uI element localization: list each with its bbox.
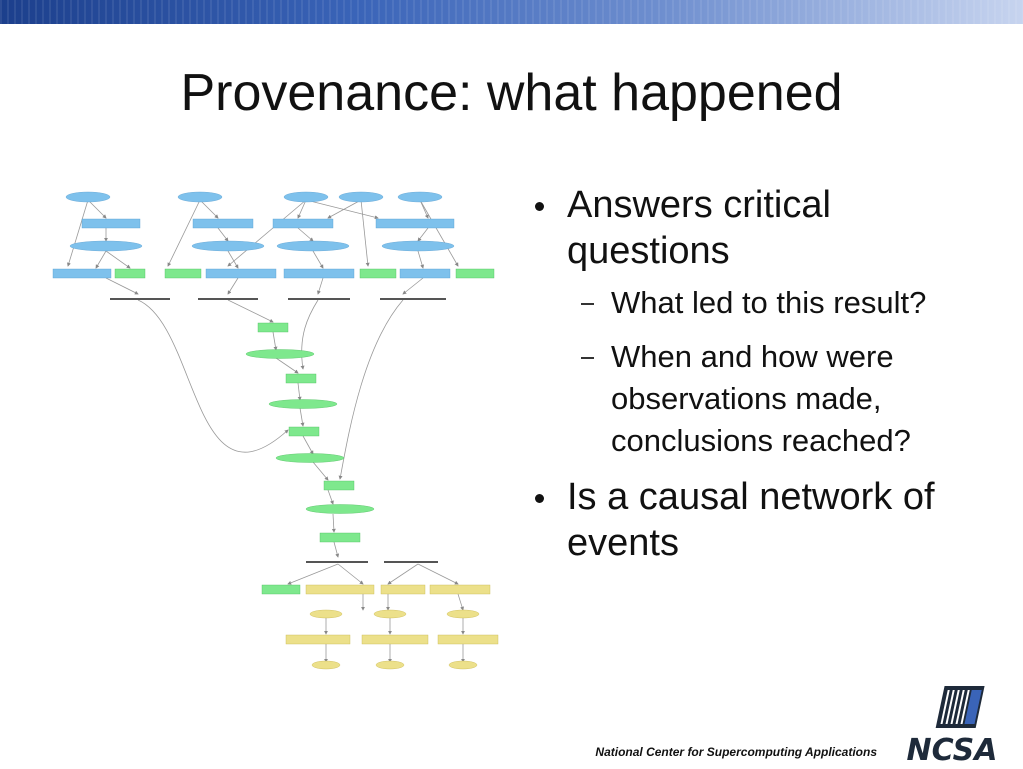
bullet-dot-icon: [535, 202, 544, 211]
dash-icon: [581, 357, 594, 359]
dash-icon: [581, 303, 594, 305]
bullet-list: Answers critical questions What led to t…: [535, 182, 995, 574]
sub-bullet-text: When and how were observations made, con…: [611, 339, 911, 458]
bullet-text: Answers critical questions: [567, 184, 831, 272]
sub-bullet-item: What led to this result?: [535, 282, 995, 324]
sub-bullet-item: When and how were observations made, con…: [535, 336, 995, 462]
slide-title: Provenance: what happened: [180, 64, 843, 122]
bullet-dot-icon: [535, 494, 544, 503]
sub-bullet-text: What led to this result?: [611, 285, 927, 320]
bullet-item: Is a causal network of events: [535, 474, 995, 566]
logo-text: NCSA: [907, 733, 998, 764]
provenance-graph: [48, 186, 508, 676]
ncsa-logo: NCSA: [893, 684, 1011, 768]
footer-organization: National Center for Supercomputing Appli…: [595, 745, 877, 759]
bullet-text: Is a causal network of events: [567, 476, 935, 564]
bullet-item: Answers critical questions: [535, 182, 995, 274]
header-band: [0, 0, 1023, 24]
